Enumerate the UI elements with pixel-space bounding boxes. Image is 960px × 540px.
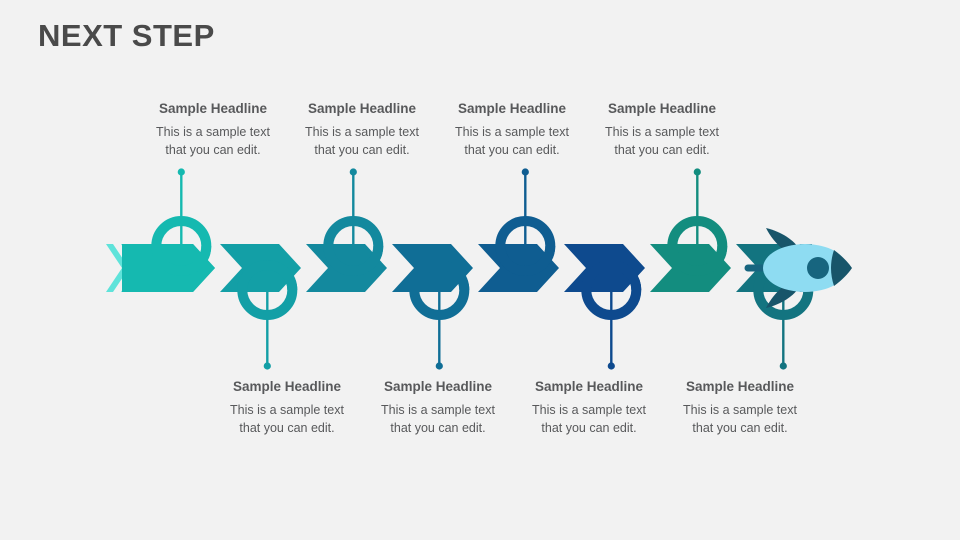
callout-body-line1: This is a sample text (305, 125, 419, 139)
callout-headline: Sample Headline (158, 101, 268, 116)
callout-headline: Sample Headline (383, 379, 493, 394)
callout-body-line2: that you can edit. (541, 421, 637, 435)
rocket-icon (744, 228, 852, 308)
connector-dot-bottom-3 (607, 362, 615, 370)
callout-body-line1: This is a sample text (455, 125, 569, 139)
chain-ring-overlap (323, 245, 384, 276)
callout-body-line2: that you can edit. (614, 143, 710, 157)
connector-dot-top-3 (521, 168, 529, 176)
callout-headline: Sample Headline (307, 101, 417, 116)
rocket-window (807, 257, 829, 279)
callout-body: This is a sample text that you can edit. (572, 123, 752, 159)
callout-body-line1: This is a sample text (683, 403, 797, 417)
callout-body-line1: This is a sample text (605, 125, 719, 139)
chain-ring-overlap (667, 245, 728, 276)
callout-headline: Sample Headline (232, 379, 342, 394)
chain-ring-overlap (581, 260, 642, 291)
connector-dot-bottom-2 (435, 362, 443, 370)
callout-body: This is a sample text that you can edit. (499, 401, 679, 437)
chain-ring-overlap (495, 245, 556, 276)
callout-body-line1: This is a sample text (532, 403, 646, 417)
callout-body: This is a sample text that you can edit. (123, 123, 303, 159)
rocket-body (763, 244, 847, 292)
connector-dot-bottom-1 (263, 362, 271, 370)
callout-top-1[interactable]: Sample Headline This is a sample text th… (123, 100, 303, 159)
callout-headline: Sample Headline (457, 101, 567, 116)
callout-body: This is a sample text that you can edit. (422, 123, 602, 159)
connector-group-top (177, 168, 701, 246)
callout-body-line2: that you can edit. (239, 421, 335, 435)
callout-top-4[interactable]: Sample Headline This is a sample text th… (572, 100, 752, 159)
connector-dot-bottom-4 (779, 362, 787, 370)
callout-body-line1: This is a sample text (381, 403, 495, 417)
callout-bottom-4[interactable]: Sample Headline This is a sample text th… (650, 378, 830, 437)
callout-body-line2: that you can edit. (390, 421, 486, 435)
connector-dot-top-2 (349, 168, 357, 176)
callout-body-line2: that you can edit. (314, 143, 410, 157)
callout-bottom-2[interactable]: Sample Headline This is a sample text th… (348, 378, 528, 437)
connector-dot-top-4 (693, 168, 701, 176)
callout-body: This is a sample text that you can edit. (348, 401, 528, 437)
callout-bottom-1[interactable]: Sample Headline This is a sample text th… (197, 378, 377, 437)
chain-ring-overlap (237, 260, 298, 291)
chain-rings-front (151, 245, 814, 291)
callout-body-line2: that you can edit. (464, 143, 560, 157)
callout-body-line1: This is a sample text (230, 403, 344, 417)
callout-body: This is a sample text that you can edit. (650, 401, 830, 437)
callout-body-line2: that you can edit. (165, 143, 261, 157)
chain-ring-overlap (409, 260, 470, 291)
page-title: NEXT STEP (38, 18, 215, 53)
connector-group-bottom (263, 290, 787, 370)
rocket-nose-cone (831, 250, 852, 286)
callout-top-3[interactable]: Sample Headline This is a sample text th… (422, 100, 602, 159)
callout-bottom-3[interactable]: Sample Headline This is a sample text th… (499, 378, 679, 437)
callout-body: This is a sample text that you can edit. (197, 401, 377, 437)
callout-headline: Sample Headline (685, 379, 795, 394)
connector-dot-top-1 (177, 168, 185, 176)
chain-ring-overlap (151, 245, 212, 276)
callout-top-2[interactable]: Sample Headline This is a sample text th… (272, 100, 452, 159)
callout-body: This is a sample text that you can edit. (272, 123, 452, 159)
callout-headline: Sample Headline (607, 101, 717, 116)
callout-headline: Sample Headline (534, 379, 644, 394)
callout-body-line2: that you can edit. (692, 421, 788, 435)
callout-body-line1: This is a sample text (156, 125, 270, 139)
